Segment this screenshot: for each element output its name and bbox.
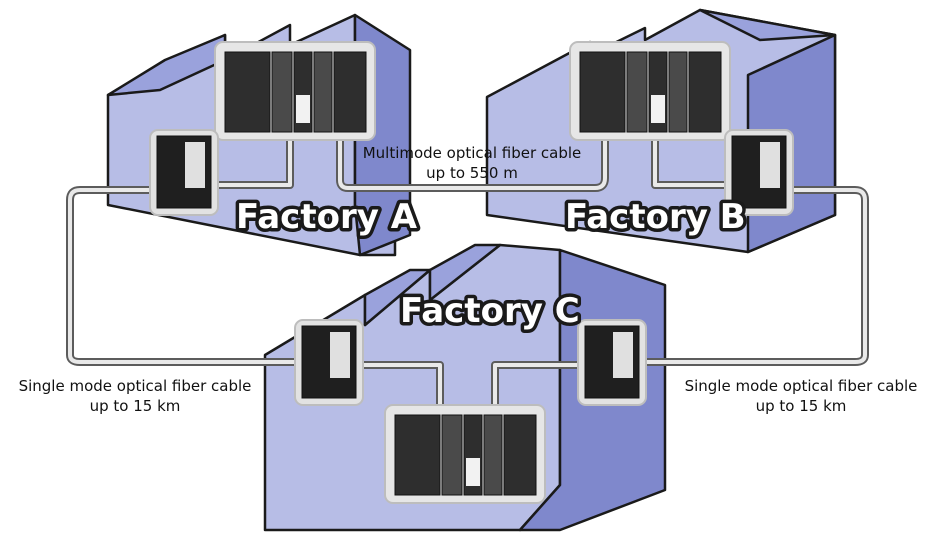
multimode-cable-label: Multimode optical fiber cable: [363, 144, 582, 162]
single-mode-cable-left-distance: up to 15 km: [90, 397, 181, 415]
plc-unit-factory-b: [569, 41, 731, 141]
media-converter-factory-b: [724, 129, 794, 216]
plc-unit-factory-c: [384, 404, 546, 504]
plc-unit-factory-a: [214, 41, 376, 141]
single-mode-cable-right-distance: up to 15 km: [756, 397, 847, 415]
single-mode-cable-left-label: Single mode optical fiber cable: [19, 377, 252, 395]
media-converter-factory-c-right: [577, 319, 647, 406]
factory-a-label: Factory A: [236, 197, 418, 237]
factory-b-label: Factory B: [565, 197, 746, 237]
single-mode-cable-right-label: Single mode optical fiber cable: [685, 377, 918, 395]
factory-c-label: Factory C: [400, 291, 580, 331]
media-converter-factory-a: [149, 129, 219, 216]
multimode-cable-distance: up to 550 m: [426, 164, 518, 182]
fiber-cables: [66, 126, 869, 414]
media-converter-factory-c-left: [294, 319, 364, 406]
